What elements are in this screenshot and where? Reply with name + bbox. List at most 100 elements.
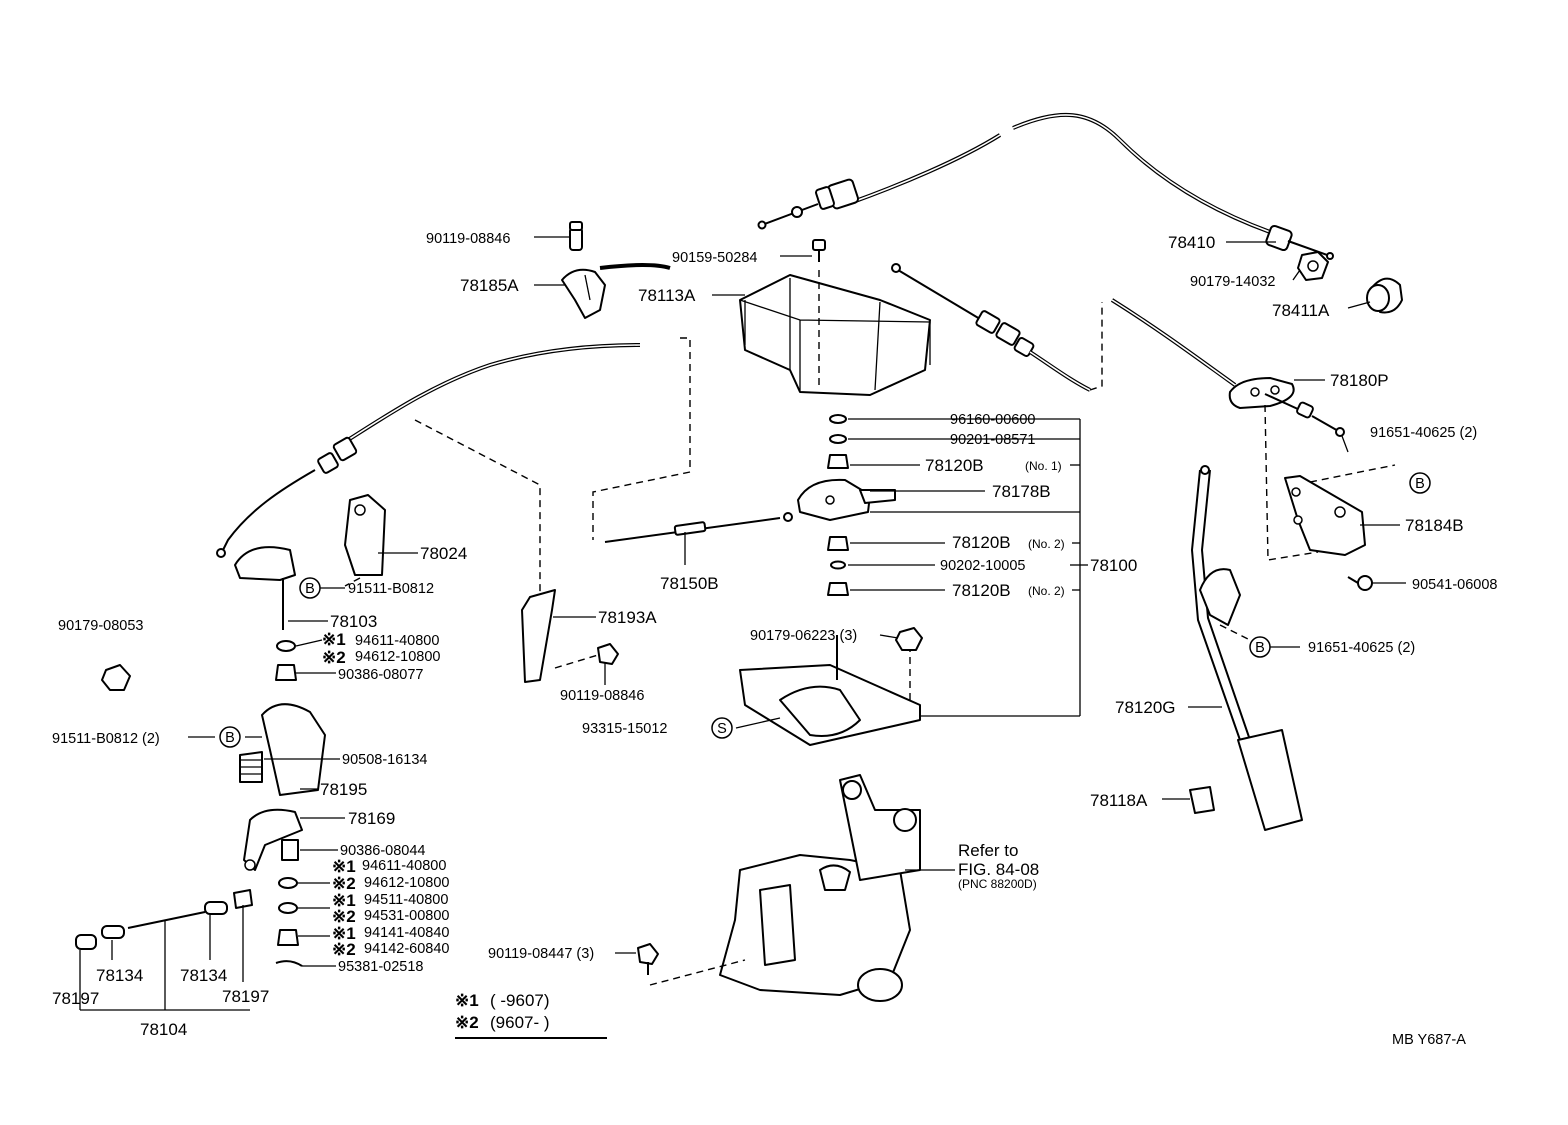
nut-90179-08053	[101, 664, 131, 691]
legend: ※1 ( -9607) ※2 (9607- )	[455, 991, 607, 1039]
refer-line-3: (PNC 88200D)	[958, 877, 1037, 891]
refer-line-2: FIG. 84-08	[958, 860, 1039, 879]
lever-78193A	[521, 589, 556, 683]
lever-78178B	[797, 478, 896, 521]
label-78104: 78104	[140, 1020, 187, 1039]
label-90386-08044: 90386-08044	[340, 843, 425, 859]
label-78178B: 78178B	[992, 482, 1051, 501]
diagram-code: MB Y687-A	[1392, 1032, 1466, 1048]
cover-78113A	[739, 270, 931, 396]
mark-2-a: ※2	[322, 648, 346, 667]
circle-b-text: B	[225, 730, 235, 746]
label-95381-02518: 95381-02518	[338, 959, 423, 975]
label-78197-b: 78197	[222, 987, 269, 1006]
pedal-78120G	[1190, 465, 1303, 831]
label-90508-16134: 90508-16134	[342, 752, 427, 768]
bolt-90119-08447	[637, 943, 659, 975]
mark-1-b: ※1	[332, 857, 356, 876]
label-78185A: 78185A	[460, 276, 519, 295]
label-78134-b: 78134	[180, 966, 227, 985]
label-78197-a: 78197	[52, 989, 99, 1008]
refer-line-1: Refer to	[958, 841, 1018, 860]
legend-row-1-text: ( -9607)	[490, 991, 550, 1010]
throttle-cable-upper	[891, 263, 1091, 392]
label-78120G: 78120G	[1115, 698, 1176, 717]
circle-markers: B B B B S	[219, 472, 1431, 748]
bolt-90119-08846-top	[569, 221, 583, 231]
label-78150B: 78150B	[660, 574, 719, 593]
label-96160-00600: 96160-00600	[950, 412, 1035, 428]
nut-90179-06223	[895, 627, 923, 651]
label-78169: 78169	[348, 809, 395, 828]
label-91511-B0812-2: 91511-B0812 (2)	[52, 731, 160, 747]
circle-b-text: B	[305, 581, 315, 597]
label-90119-08846-top: 90119-08846	[426, 231, 510, 247]
label-94612-10800-a: 94612-10800	[355, 649, 440, 665]
bracket-78103	[234, 546, 296, 630]
label-94611-40800-b: 94611-40800	[362, 858, 446, 874]
circle-b-marker	[1249, 636, 1271, 658]
mark-2-b: ※2	[332, 874, 356, 893]
mark-2-c: ※2	[332, 907, 356, 926]
small-bits-left	[275, 640, 297, 681]
bracket-78024	[344, 494, 386, 576]
label-90202-10005: 90202-10005	[940, 558, 1025, 574]
legend-mark-1: ※1	[455, 991, 479, 1010]
bracket-78184B	[1284, 475, 1366, 556]
mark-1-a: ※1	[322, 630, 346, 649]
label-78411A: 78411A	[1272, 301, 1330, 320]
mark-2-d: ※2	[332, 940, 356, 959]
label-90386-08077: 90386-08077	[338, 667, 423, 683]
label-90159-50284: 90159-50284	[672, 250, 757, 266]
bracket-78195	[239, 703, 326, 796]
label-93315-15012: 93315-15012	[582, 721, 667, 737]
label-78180P: 78180P	[1330, 371, 1389, 390]
label-94531-00800: 94531-00800	[364, 908, 449, 924]
knob-78411A	[1366, 277, 1403, 314]
nut-90179-14032	[1297, 251, 1329, 281]
label-78410: 78410	[1168, 233, 1215, 252]
rod-78150B	[604, 512, 793, 543]
label-78120B-no1-note: (No. 1)	[1025, 459, 1062, 473]
label-78120B-no2a-note: (No. 2)	[1028, 537, 1065, 551]
label-90179-14032: 90179-14032	[1190, 274, 1275, 290]
circle-s-marker	[711, 717, 733, 739]
label-78118A: 78118A	[1090, 791, 1148, 810]
legend-row-2-text: (9607- )	[490, 1013, 550, 1032]
label-78024: 78024	[420, 544, 467, 563]
label-90179-08053: 90179-08053	[58, 618, 143, 634]
rod-assy-78104	[75, 901, 228, 950]
label-78120B-no1: 78120B	[925, 456, 984, 475]
label-90541-06008: 90541-06008	[1412, 577, 1497, 593]
label-78100: 78100	[1090, 556, 1137, 575]
label-90179-06223: 90179-06223 (3)	[750, 628, 857, 644]
dashed-guides	[344, 302, 1396, 986]
label-78184B: 78184B	[1405, 516, 1464, 535]
bracket-78185A	[561, 227, 606, 319]
label-91651-40625-mid: 91651-40625 (2)	[1308, 640, 1415, 656]
label-94511-40800: 94511-40800	[364, 892, 448, 908]
stopper-78118A	[1189, 786, 1215, 814]
mark-1-c: ※1	[332, 891, 356, 910]
circle-b-marker	[299, 577, 321, 599]
mark-1-d: ※1	[332, 924, 356, 943]
circle-b-marker	[1409, 472, 1431, 494]
label-94612-10800-b: 94612-10800	[364, 875, 449, 891]
cable-78180P	[1110, 298, 1345, 437]
leader-lines	[79, 236, 1406, 1011]
bolt-90541-06008	[1347, 575, 1373, 591]
bolt-90119-08846-mid	[597, 643, 619, 665]
base-bracket	[739, 635, 921, 746]
label-78120B-no2a: 78120B	[952, 533, 1011, 552]
label-90201-08571: 90201-08571	[950, 432, 1035, 448]
label-90119-08447: 90119-08447 (3)	[488, 946, 594, 962]
cable-left-78103	[216, 263, 671, 558]
label-90119-08846-mid: 90119-08846	[560, 688, 644, 704]
label-94611-40800-a: 94611-40800	[355, 633, 439, 649]
circle-b-marker	[219, 726, 241, 748]
part-labels: 78410 90179-14032 78411A 78180P 91651-40…	[52, 231, 1497, 1048]
label-94141-40840: 94141-40840	[364, 925, 449, 941]
transmission-housing	[719, 774, 921, 1002]
